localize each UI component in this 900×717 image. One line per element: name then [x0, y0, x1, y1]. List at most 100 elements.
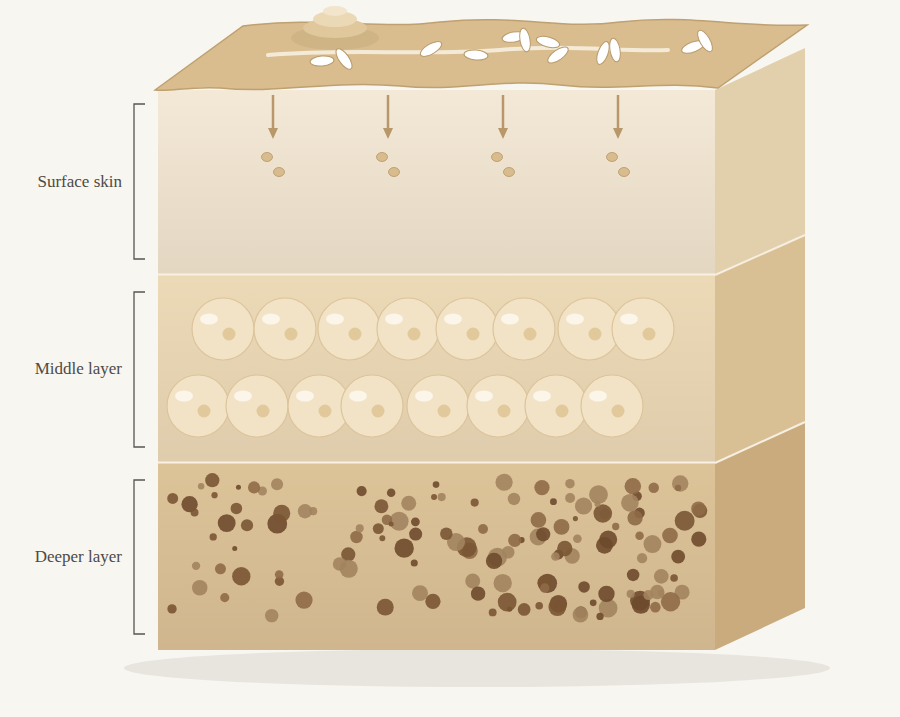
pill: [535, 34, 561, 50]
cell: [226, 375, 288, 437]
pigment-dot: [654, 569, 669, 584]
pigment-dot: [649, 482, 659, 492]
cell: [525, 375, 587, 437]
pigment-dot: [637, 553, 647, 563]
pigment-dot: [691, 532, 706, 547]
pigment-dot: [548, 598, 566, 616]
pill: [518, 27, 532, 52]
deeper-side: [715, 422, 805, 650]
layer-label: Deeper layer: [0, 547, 122, 567]
pigment-dot: [575, 497, 592, 514]
pigment-dot: [557, 541, 572, 556]
pigment-dot: [271, 478, 283, 490]
pigment-dot: [691, 501, 706, 516]
pigment-dot: [471, 586, 485, 600]
pigment-dot: [440, 527, 452, 539]
pigment-dot: [409, 528, 422, 541]
pigment-dot: [220, 593, 229, 602]
cell: [318, 298, 380, 360]
pigment-dot: [670, 574, 678, 582]
pigment-dot: [565, 479, 574, 488]
cell: [436, 298, 498, 360]
layer-label: Surface skin: [0, 172, 122, 192]
cell: [467, 375, 529, 437]
pigment-dot: [675, 511, 695, 531]
pigment-dot: [627, 590, 635, 598]
pigment-dot: [486, 553, 502, 569]
pigment-dot: [596, 537, 613, 554]
absorb-arrow: [502, 95, 505, 130]
shadow: [124, 649, 830, 687]
middle-layer: [158, 275, 715, 462]
pigment-dot: [672, 475, 688, 491]
bracket: [134, 104, 145, 634]
pill: [418, 39, 444, 60]
pigment-dot: [401, 496, 416, 511]
pigment-dot: [298, 504, 312, 518]
pigment-dot: [211, 492, 217, 498]
pigment-dot: [275, 570, 284, 579]
pigment-dot: [573, 534, 582, 543]
pigment-dot: [496, 474, 513, 491]
pigment-dot: [248, 481, 260, 493]
pigment-dot: [377, 599, 394, 616]
pigment-dot: [232, 546, 237, 551]
pigment-dot: [627, 510, 642, 525]
pigment-dot: [508, 534, 521, 547]
pigment-dot: [192, 580, 208, 596]
pigment-dot: [540, 583, 549, 592]
pigment-dot: [662, 528, 678, 544]
pigment-dot: [205, 473, 219, 487]
pigment-dot: [594, 501, 600, 507]
cell: [254, 298, 316, 360]
pill: [545, 44, 570, 66]
pigment-dot: [412, 585, 428, 601]
pigment-dot: [671, 550, 685, 564]
pigment-dot: [573, 607, 589, 623]
pigment-dot: [536, 527, 550, 541]
pigment-dot: [578, 581, 590, 593]
pigment-dot: [494, 574, 512, 592]
pigment-dot: [643, 590, 653, 600]
pigment-dot: [531, 512, 547, 528]
pigment-dot: [550, 498, 557, 505]
pigment-dot: [390, 512, 409, 531]
cream-surface: [155, 19, 807, 90]
pigment-dot: [573, 516, 578, 521]
pill: [608, 37, 622, 62]
pigment-dot: [394, 539, 413, 558]
deeper-layer: [158, 463, 715, 650]
pigment-dot: [340, 560, 358, 578]
pigment-dot: [535, 602, 543, 610]
pigment-dot: [661, 592, 680, 611]
pigment-dot: [596, 613, 603, 620]
pigment-dot: [650, 602, 661, 613]
cell: [493, 298, 555, 360]
pigment-dot: [478, 524, 488, 534]
pigment-dot: [612, 523, 619, 530]
pigment-dot: [625, 478, 642, 495]
pigment-dot: [621, 494, 639, 512]
pigment-dot: [635, 532, 644, 541]
pigment-dot: [295, 591, 312, 608]
pill: [695, 28, 716, 54]
pigment-dot: [438, 493, 446, 501]
pigment-dot: [387, 489, 396, 498]
pigment-dot: [236, 485, 241, 490]
pigment-dot: [598, 586, 614, 602]
pigment-dot: [551, 552, 560, 561]
pigment-dot: [231, 503, 243, 515]
pigment-dot: [373, 523, 384, 534]
pigment-dot: [265, 609, 278, 622]
pigment-dot: [389, 521, 394, 526]
cell: [377, 298, 439, 360]
pigment-dot: [565, 493, 575, 503]
pigment-dot: [433, 481, 440, 488]
middle-side: [715, 235, 805, 463]
pigment-dot: [167, 493, 178, 504]
pigment-dot: [431, 494, 437, 500]
pigment-dot: [218, 514, 236, 532]
pigment-dot: [357, 486, 367, 496]
absorb-arrow: [272, 95, 275, 130]
